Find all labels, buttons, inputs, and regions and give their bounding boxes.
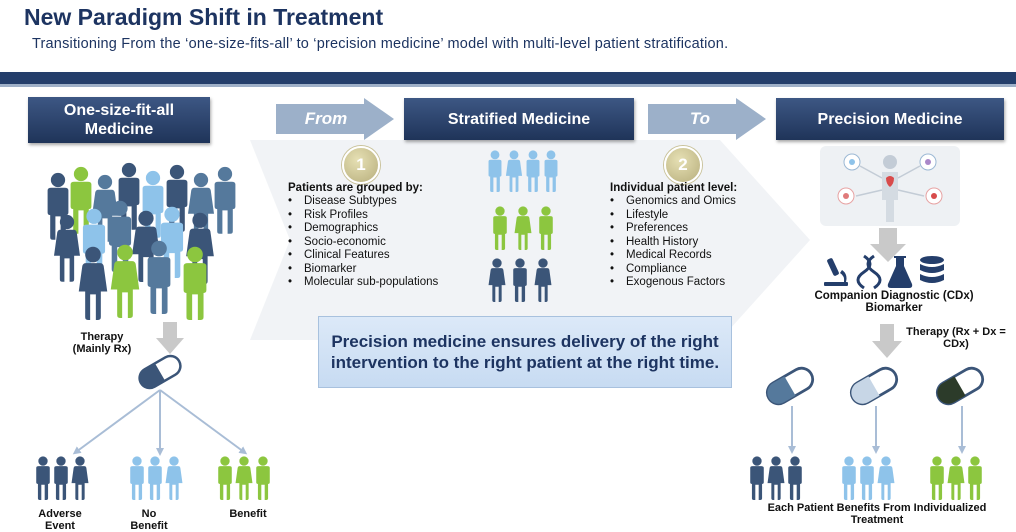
list-item: Medical Records [610,249,736,263]
stage-stratified-medicine: Stratified Medicine [404,98,634,140]
step-1-list: Disease Subtypes Risk Profiles Demograph… [288,195,438,290]
page-title: New Paradigm Shift in Treatment [24,4,384,30]
individualized-treatment-caption: Each Patient Benefits From Individualize… [767,502,987,526]
therapy-rx-dx-cdx-label: Therapy (Rx + Dx = CDx) [906,326,1006,350]
pill-icon [762,366,818,406]
list-item: Lifestyle [610,209,736,223]
to-arrow-icon [648,98,766,140]
pill-icon [135,354,185,390]
patient-crowd-illustration [47,162,236,320]
page-subtitle: Transitioning From the ‘one-size-fits-al… [32,36,729,52]
precision-medicine-callout: Precision medicine ensures delivery of t… [318,316,732,388]
stage-precision-medicine: Precision Medicine [776,98,1004,140]
step-1-badge: 1 [342,146,380,184]
list-item: Disease Subtypes [288,195,438,209]
down-arrow-icon [156,322,184,354]
companion-diagnostic-label: Companion Diagnostic (CDx) Biomarker [814,290,974,314]
list-item: Compliance [610,263,736,277]
from-arrow-icon [276,98,394,140]
header-divider [0,72,1016,84]
list-item: Exogenous Factors [610,276,736,290]
step-1-heading: Patients are grouped by: [288,182,423,194]
therapy-mainly-rx-label: Therapy (Mainly Rx) [72,331,132,355]
from-arrow-label: From [304,109,348,128]
individualized-patient-groups [750,456,982,500]
step-2-list: Genomics and Omics Lifestyle Preferences… [610,195,736,290]
pill-icon [932,366,988,406]
down-arrow-icon [872,324,902,358]
step-2-heading: Individual patient level: [610,182,738,194]
diagnostic-tools-icons [824,254,944,290]
list-item: Socio-economic [288,236,438,250]
outcome-groups [36,456,270,500]
list-item: Molecular sub-populations [288,276,438,290]
list-item: Clinical Features [288,249,438,263]
list-item: Risk Profiles [288,209,438,223]
stratified-patient-groups [488,150,558,302]
pill-icon [846,366,902,406]
to-arrow-label: To [689,109,711,128]
down-arrow-icon [870,228,906,262]
body-organs-icon [820,146,960,226]
list-item: Genomics and Omics [610,195,736,209]
step-2-badge: 2 [664,146,702,184]
therapy-arrows [788,406,966,454]
outcome-benefit: Benefit [229,508,267,520]
list-item: Preferences [610,222,736,236]
outcome-adverse-event: Adverse Event [38,508,82,532]
list-item: Demographics [288,222,438,236]
background-chevron [250,140,810,340]
list-item: Biomarker [288,263,438,277]
list-item: Health History [610,236,736,250]
stage-one-size-fit-all: One-size-fit-all Medicine [28,97,210,143]
outcome-branch-arrows [72,389,248,456]
outcome-no-benefit: No Benefit [130,508,168,532]
header-divider-thin [0,84,1016,87]
